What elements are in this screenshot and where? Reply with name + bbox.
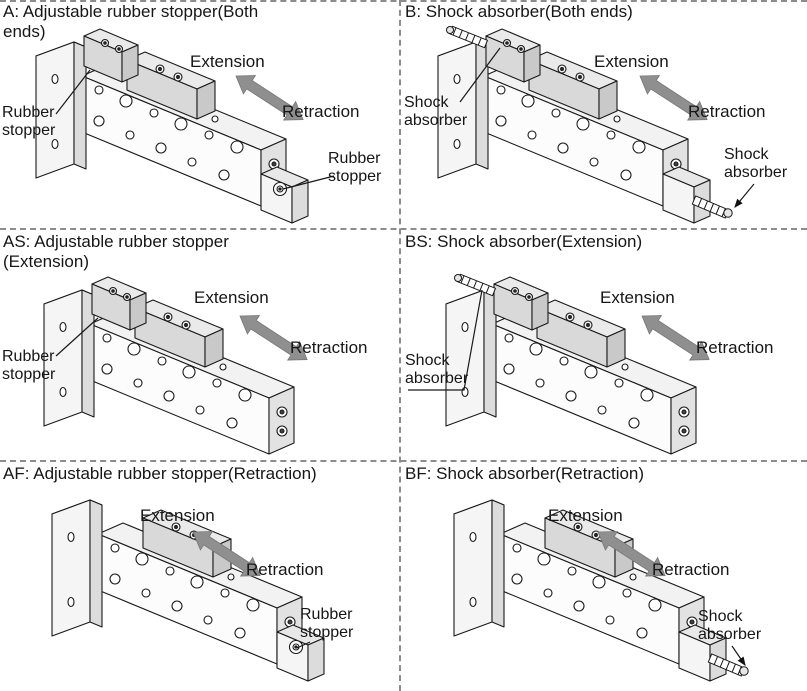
panel-title: B: Shock absorber(Both ends) bbox=[405, 2, 633, 22]
divider-top bbox=[0, 0, 807, 2]
slide-cylinder-drawing bbox=[43, 276, 314, 455]
callout-shock-absorber-extension: Shock absorber bbox=[404, 94, 468, 129]
panel-bs: BS: Shock absorber(Extension) Extension … bbox=[402, 230, 807, 460]
retraction-label: Retraction bbox=[652, 560, 730, 579]
panel-title: AS: Adjustable rubber stopper (Extension… bbox=[3, 232, 229, 272]
retraction-label: Retraction bbox=[246, 560, 324, 579]
retraction-label: Retraction bbox=[688, 102, 766, 121]
panel-title: BS: Shock absorber(Extension) bbox=[405, 232, 642, 252]
slide-cylinder-drawing bbox=[437, 25, 755, 224]
callout-shock-absorber-extension: Shock absorber bbox=[405, 352, 469, 387]
extension-label: Extension bbox=[600, 288, 675, 307]
retraction-label: Retraction bbox=[696, 338, 774, 357]
panel-title-line1: AS: Adjustable rubber stopper bbox=[3, 232, 229, 251]
callout-shock-absorber-retraction: Shock absorber bbox=[724, 146, 788, 181]
slide-cylinder-drawing bbox=[51, 499, 325, 682]
divider-row-1 bbox=[0, 228, 807, 230]
callout-rubber-stopper-retraction: Rubber stopper bbox=[328, 150, 382, 185]
panel-title: BF: Shock absorber(Retraction) bbox=[405, 464, 644, 484]
callout-rubber-stopper-extension: Rubber stopper bbox=[2, 348, 56, 383]
extension-label: Extension bbox=[190, 52, 265, 71]
divider-column bbox=[399, 0, 401, 691]
extension-label: Extension bbox=[594, 52, 669, 71]
leader-line bbox=[282, 175, 335, 190]
extension-label: Extension bbox=[548, 506, 623, 525]
slide-cylinder-drawing bbox=[453, 499, 749, 682]
leader-line bbox=[731, 645, 746, 666]
leader-line bbox=[459, 47, 501, 103]
callout-rubber-stopper-extension: Rubber stopper bbox=[2, 104, 56, 139]
retraction-label: Retraction bbox=[290, 338, 368, 357]
leader-line bbox=[408, 289, 483, 391]
extension-label: Extension bbox=[140, 506, 215, 525]
panel-a: A: Adjustable rubber stopper(Both ends) … bbox=[0, 0, 399, 228]
callout-shock-absorber-retraction: Shock absorber bbox=[698, 608, 762, 643]
panel-bf: BF: Shock absorber(Retraction) Extension… bbox=[402, 462, 807, 691]
panel-title: A: Adjustable rubber stopper(Both ends) bbox=[3, 2, 258, 42]
panel-af: AF: Adjustable rubber stopper(Retraction… bbox=[0, 462, 399, 691]
panel-title-line1: AF: Adjustable rubber stopper(Retraction… bbox=[3, 464, 317, 483]
divider-row-2 bbox=[0, 460, 807, 462]
panel-title-line1: BF: Shock absorber(Retraction) bbox=[405, 464, 645, 483]
leader-line bbox=[296, 641, 311, 649]
panel-title-line1: BS: Shock absorber(Extension) bbox=[405, 232, 643, 251]
panel-title-line2: ends) bbox=[3, 22, 46, 42]
leader-line bbox=[734, 183, 755, 208]
extension-label: Extension bbox=[194, 288, 269, 307]
panel-title-line1: A: Adjustable rubber stopper(Both bbox=[3, 2, 259, 21]
leader-line bbox=[55, 317, 99, 357]
leader-line bbox=[55, 69, 91, 115]
slide-cylinder-drawing bbox=[35, 28, 335, 224]
panel-b: B: Shock absorber(Both ends) Extension R… bbox=[402, 0, 807, 228]
slide-cylinder-drawing bbox=[408, 273, 716, 455]
panel-title: AF: Adjustable rubber stopper(Retraction… bbox=[3, 464, 317, 484]
panel-title-line1: B: Shock absorber(Both ends) bbox=[405, 2, 633, 21]
callout-rubber-stopper-retraction: Rubber stopper bbox=[300, 606, 354, 641]
panel-title-line2: (Extension) bbox=[3, 252, 89, 272]
retraction-label: Retraction bbox=[282, 102, 360, 121]
panel-as: AS: Adjustable rubber stopper (Extension… bbox=[0, 230, 399, 460]
